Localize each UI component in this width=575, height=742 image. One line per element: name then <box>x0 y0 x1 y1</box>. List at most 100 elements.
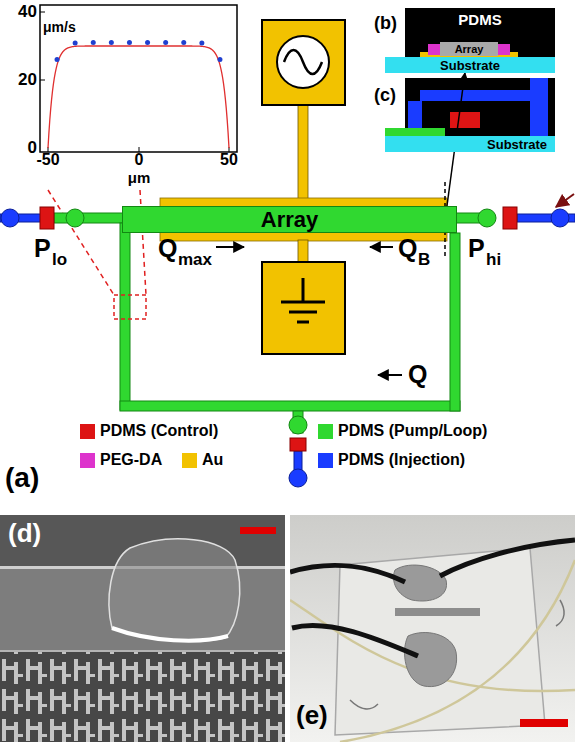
cross-section-c <box>420 90 532 101</box>
zoom-leader <box>48 190 114 295</box>
flow-arrow <box>370 246 393 248</box>
data-point <box>109 40 114 45</box>
panel-letter: (e) <box>296 702 328 728</box>
legend-item: PDMS (Pump/Loop) <box>318 423 487 439</box>
device-photo <box>556 600 564 626</box>
sem-micrograph <box>0 650 285 652</box>
device-photo <box>350 700 378 709</box>
sem-micrograph <box>0 515 285 742</box>
electrode-array-channel: Array <box>122 206 457 233</box>
signal-generator <box>277 36 329 88</box>
control-valve <box>503 207 517 229</box>
velocity-profile-plot <box>40 5 237 152</box>
pump-loop-channel <box>289 416 307 434</box>
axis-tick: 20 <box>18 71 37 88</box>
array-block: Array <box>440 42 498 56</box>
pump-loop-channel <box>120 401 460 411</box>
node-text: PDMS <box>458 12 501 27</box>
legend-swatch <box>318 424 333 439</box>
flow-arrow <box>216 246 244 248</box>
data-point <box>73 40 78 45</box>
control-valve <box>40 207 54 229</box>
control-valve <box>40 207 517 451</box>
flow-arrow <box>216 247 402 375</box>
sem-micrograph <box>0 652 285 742</box>
injection-channel <box>289 469 307 487</box>
axis-unit: μm <box>128 170 151 185</box>
axis-unit: μm/s <box>43 20 76 34</box>
data-point <box>199 40 204 45</box>
device-photo <box>335 548 545 735</box>
substrate-layer: Substrate <box>385 136 555 152</box>
subscript: max <box>178 251 212 268</box>
data-point <box>55 57 60 62</box>
ground-electrode <box>262 262 345 354</box>
axis-tick: 0 <box>28 139 37 156</box>
legend-text: Au <box>202 452 223 468</box>
pdms-layer: PDMS Array <box>405 8 555 58</box>
node-text: Substrate <box>487 138 547 151</box>
pump-loop-channel <box>54 209 496 434</box>
ground-electrode <box>297 321 309 324</box>
cross-section-b <box>405 8 555 58</box>
flow-arrow <box>378 374 402 376</box>
device-photo <box>440 540 575 576</box>
legend-text: PDMS (Control) <box>100 423 218 439</box>
velocity-profile-plot <box>40 80 45 81</box>
cross-section-c <box>385 128 445 136</box>
legend-item: PEG-DA <box>80 452 162 468</box>
velocity-profile-plot <box>40 12 45 13</box>
panel-letter: (b) <box>374 14 397 32</box>
axis-tick: 50 <box>220 152 238 168</box>
injection-channel <box>0 209 575 487</box>
cross-section-b <box>498 44 510 55</box>
signal-generator <box>262 20 345 105</box>
inflow-arrow <box>556 194 574 207</box>
pump-loop-channel <box>450 233 460 411</box>
sem-micrograph <box>112 628 228 641</box>
cross-section-c <box>450 112 480 128</box>
device-photo <box>290 515 575 742</box>
data-point <box>181 40 186 45</box>
subscript: hi <box>486 251 501 268</box>
node-text: Array <box>455 44 484 55</box>
legend-swatch <box>80 424 95 439</box>
flow-symbol: Q <box>398 236 417 261</box>
signal-generator <box>298 104 308 200</box>
signal-generator <box>262 20 345 200</box>
data-point <box>91 40 96 45</box>
substrate-layer: Substrate <box>385 57 555 73</box>
node-text: Substrate <box>440 59 500 72</box>
pump-loop-channel <box>478 209 496 227</box>
cross-section-c <box>385 78 555 136</box>
axis-tick: 0 <box>135 152 144 168</box>
legend-text: PDMS (Injection) <box>338 452 465 468</box>
axis-tick: -50 <box>36 152 59 168</box>
pump-loop-channel <box>120 223 130 410</box>
device-photo <box>340 560 575 742</box>
cross-section-b <box>405 8 555 58</box>
panel-letter: (a) <box>5 464 39 492</box>
sem-micrograph <box>240 527 276 534</box>
data-point <box>127 40 132 45</box>
device-photo <box>290 600 575 691</box>
cross-section-b <box>428 44 440 55</box>
data-point <box>145 40 150 45</box>
fit-curve <box>48 46 229 148</box>
device-photo <box>520 719 568 727</box>
device-photo <box>405 633 457 687</box>
subscript: lo <box>52 251 67 268</box>
ground-electrode <box>302 278 305 302</box>
legend-text: PEG-DA <box>100 452 162 468</box>
subscript: B <box>418 251 430 268</box>
device-photo <box>395 608 480 616</box>
zoom-box <box>114 295 146 319</box>
panel-letter: (d) <box>8 520 41 546</box>
sem-micrograph <box>109 539 240 641</box>
legend-swatch <box>182 453 197 468</box>
panel-letter: (c) <box>374 86 396 104</box>
device-photo <box>292 625 418 656</box>
ground-electrode <box>281 301 325 304</box>
